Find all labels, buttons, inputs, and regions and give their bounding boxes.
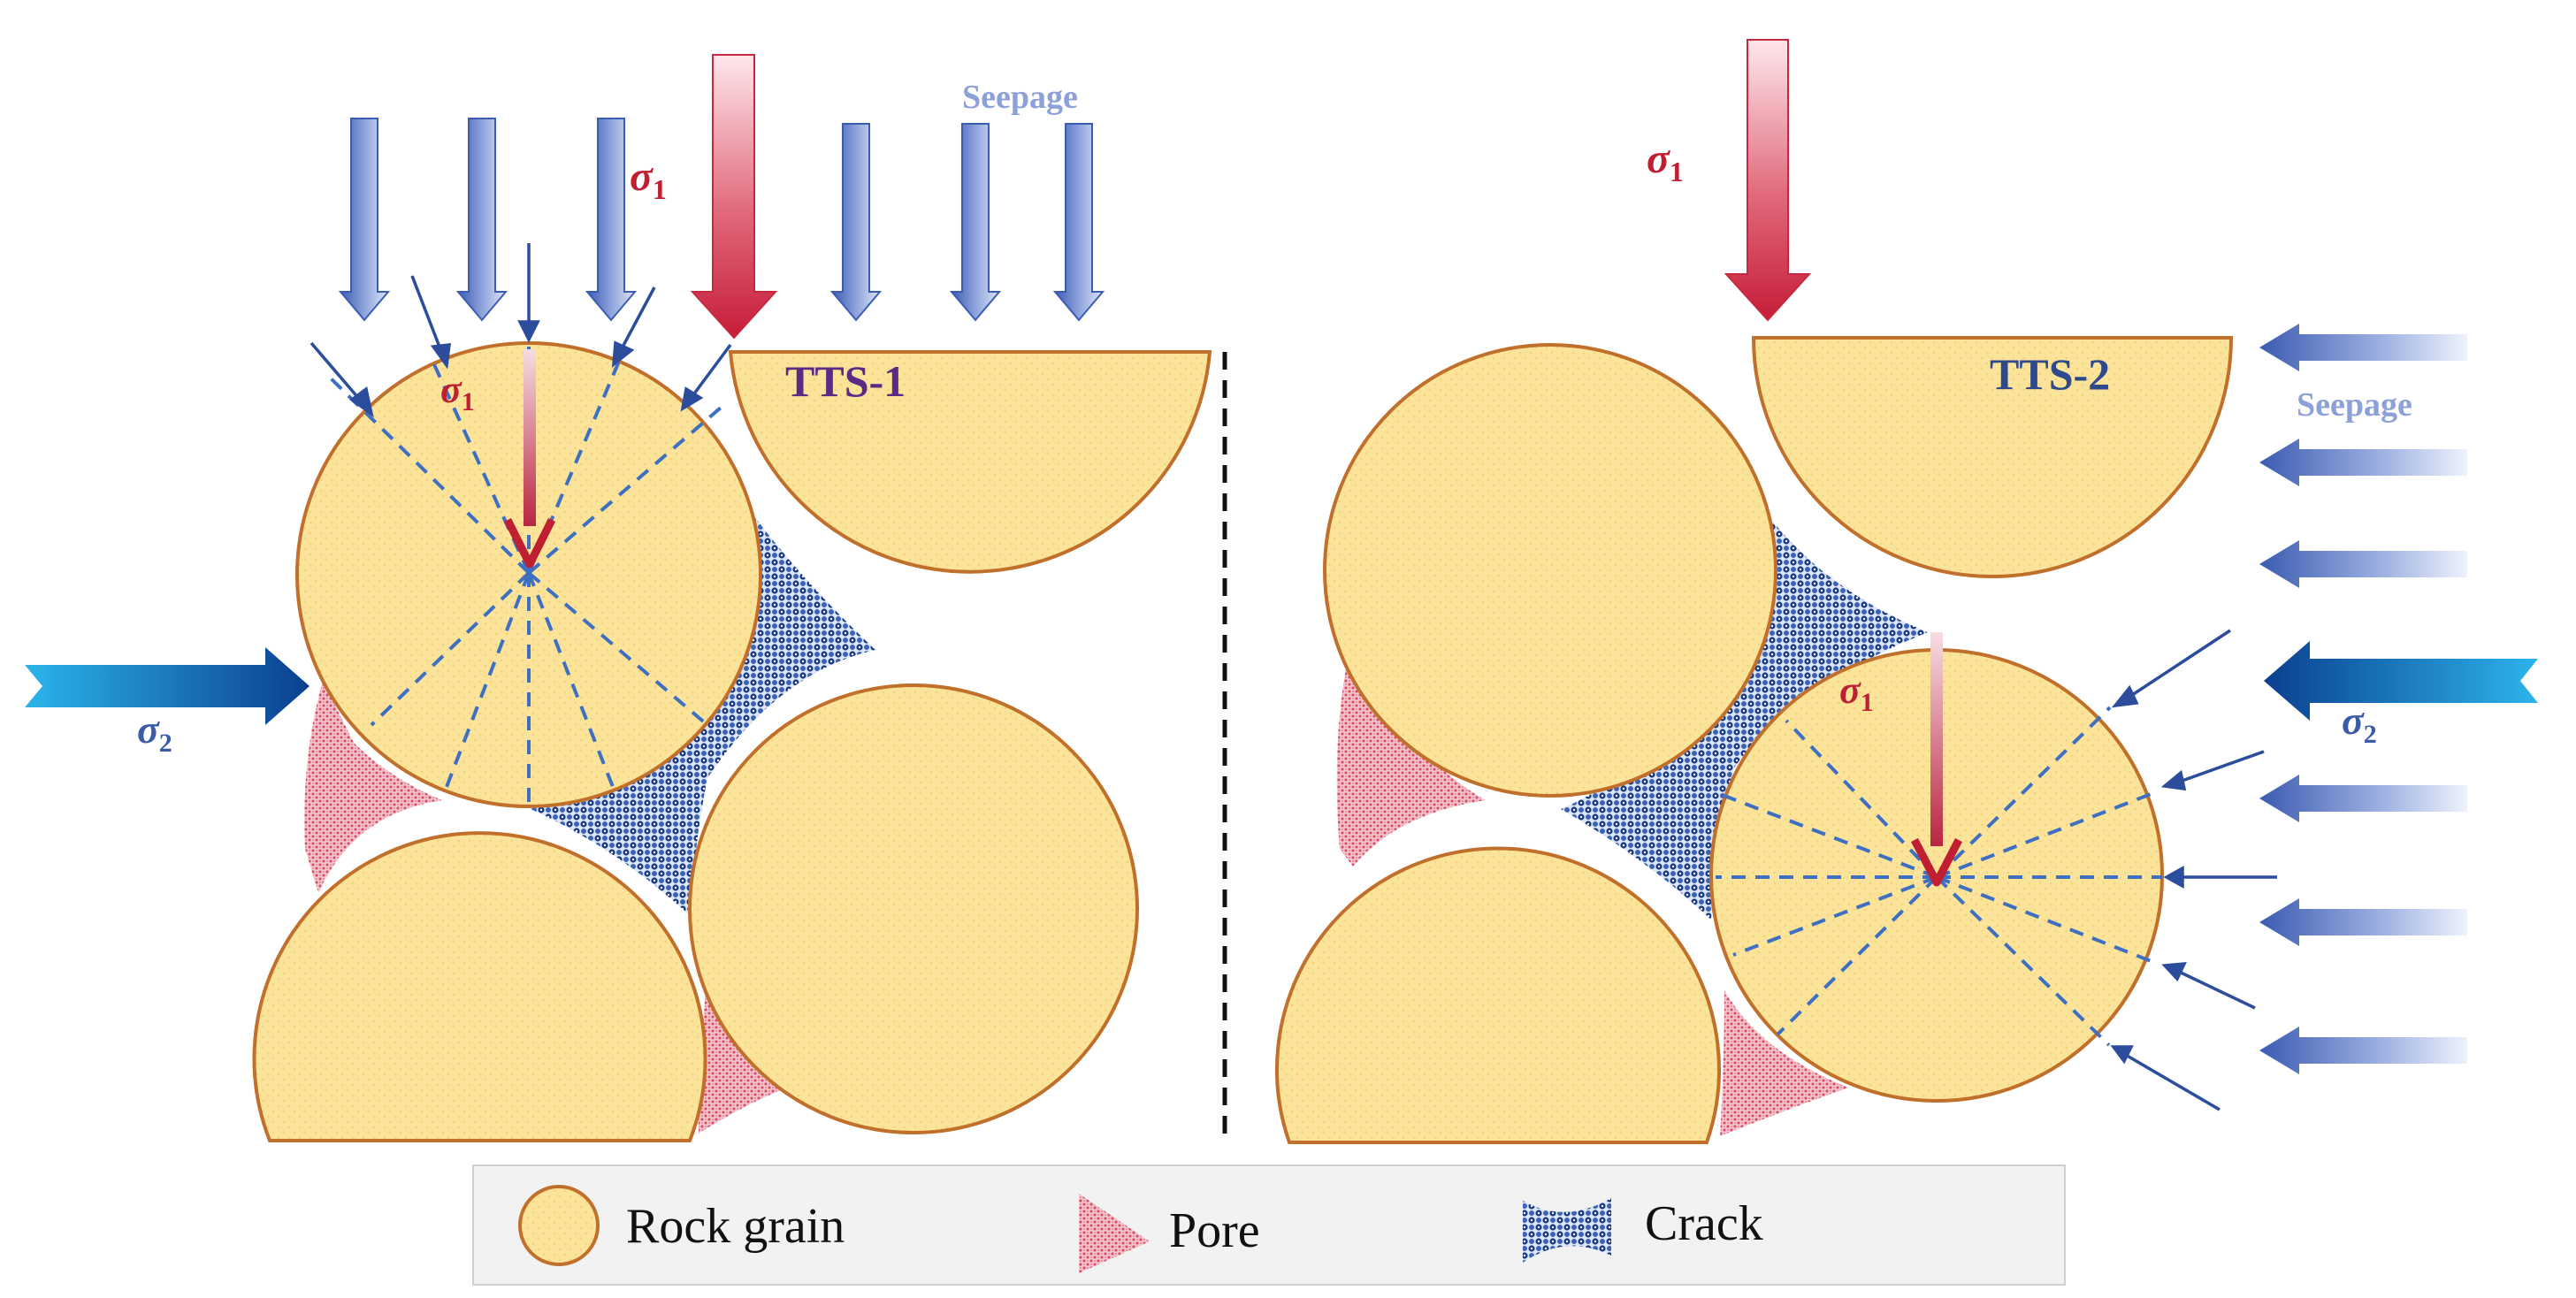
inner-sigma1-shaft xyxy=(524,349,536,526)
sigma1-arrow xyxy=(690,54,778,340)
left-sigma2: σ2 xyxy=(137,706,172,758)
seepage-arrow xyxy=(2259,775,2467,822)
seepage-inflow-arrows xyxy=(310,243,732,418)
left-sigma1-outer: σ1 xyxy=(630,153,667,205)
seepage-arrow xyxy=(949,123,1002,322)
right-sigma1-outer: σ1 xyxy=(1647,135,1684,187)
sigma1-arrow xyxy=(1724,39,1812,322)
legend-pore-label: Pore xyxy=(1169,1203,1260,1258)
legend: Rock grain Pore Crack xyxy=(472,1164,2066,1286)
seepage-arrow xyxy=(829,123,883,322)
seepage-arrow xyxy=(2259,324,2467,371)
legend-rock-grain-label: Rock grain xyxy=(626,1199,845,1254)
seepage-arrow xyxy=(455,118,508,322)
seepage-arrow xyxy=(2259,540,2467,588)
rock-grain xyxy=(1323,343,1777,798)
seepage-arrow xyxy=(585,118,638,322)
rock-grain xyxy=(1751,336,2234,578)
left-title: TTS-1 xyxy=(785,356,906,406)
seepage-arrow xyxy=(2259,439,2467,486)
inner-sigma1-shaft xyxy=(1930,632,1943,846)
seepage-arrows xyxy=(338,118,1105,322)
pore-region xyxy=(304,681,442,893)
legend-pore-swatch xyxy=(1079,1194,1150,1273)
sigma2-arrow xyxy=(2264,641,2538,721)
stress-radial-lines xyxy=(324,347,729,805)
rock-grain xyxy=(728,350,1212,574)
right-panel: TTS-2 Seepage σ1 σ1 σ2 xyxy=(1275,39,2538,1144)
seepage-arrow xyxy=(338,118,391,322)
legend-box xyxy=(472,1164,2066,1286)
rock-grain xyxy=(1275,846,1721,1144)
rock-grain xyxy=(252,831,707,1142)
right-sigma1-inner: σ1 xyxy=(1839,668,1874,717)
stress-radial-lines xyxy=(1716,706,2162,1047)
left-panel: TTS-1 Seepage σ1 σ1 σ2 xyxy=(25,54,1227,1142)
right-sigma2: σ2 xyxy=(2342,698,2377,749)
legend-rock-grain-swatch xyxy=(518,1185,600,1266)
right-seepage-label: Seepage xyxy=(2297,386,2412,424)
seepage-inflow-arrows xyxy=(2110,629,2277,1111)
seepage-arrows xyxy=(2259,324,2467,1074)
rock-grain xyxy=(688,683,1139,1134)
right-title: TTS-2 xyxy=(1990,349,2110,399)
sigma2-arrow xyxy=(25,647,310,725)
seepage-arrow xyxy=(1052,123,1105,322)
seepage-arrow xyxy=(2259,898,2467,946)
inner-sigma1-head xyxy=(503,517,556,569)
pore-region xyxy=(1720,990,1848,1136)
crack-region xyxy=(1561,522,1928,920)
inner-sigma1-head xyxy=(1911,837,1962,887)
left-seepage-label: Seepage xyxy=(962,79,1078,116)
legend-crack-label: Crack xyxy=(1645,1196,1763,1251)
left-sigma1-inner: σ1 xyxy=(440,368,475,416)
seepage-arrow xyxy=(2259,1027,2467,1074)
legend-crack-swatch xyxy=(1523,1198,1611,1263)
